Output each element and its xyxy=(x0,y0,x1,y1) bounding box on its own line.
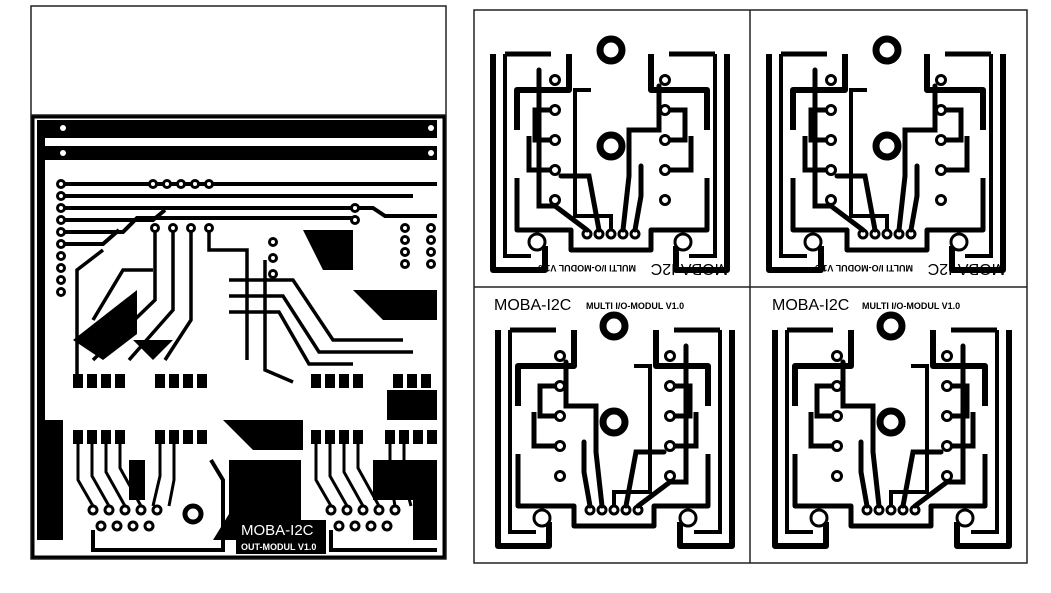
out-module-board: MOBA-I2C OUT-MODUL V1.0 xyxy=(31,115,446,559)
multi-tile-tl-title: MOBA-I2C xyxy=(651,260,728,277)
out-module-subtitle: OUT-MODUL V1.0 xyxy=(241,542,316,552)
multi-tile-bl-title: MOBA-I2C xyxy=(494,297,571,314)
out-module-sheet: MOBA-I2C OUT-MODUL V1.0 xyxy=(30,5,447,560)
multi-module-tile-bottom-left: MOBA-I2C MULTI I/O-MODUL V1.0 xyxy=(494,297,732,546)
multi-tile-tl-subtitle: MULTI I/O-MODUL V1.0 xyxy=(538,263,636,273)
multi-tile-br-subtitle: MULTI I/O-MODUL V1.0 xyxy=(862,301,960,311)
multi-tile-bl-subtitle: MULTI I/O-MODUL V1.0 xyxy=(586,301,684,311)
out-module-label-plate xyxy=(236,520,326,554)
multi-tile-tr-title: MOBA-I2C xyxy=(928,260,1005,277)
multi-module-tile-top-left: MOBA-I2C MULTI I/O-MODUL V1.0 xyxy=(493,39,728,277)
multi-module-tile-top-right: MOBA-I2C MULTI I/O-MODUL V1.0 xyxy=(769,39,1005,277)
multi-tile-tr-subtitle: MULTI I/O-MODUL V1.0 xyxy=(815,263,913,273)
out-module-title: MOBA-I2C xyxy=(241,522,314,539)
multi-module-tile-bottom-right: MOBA-I2C MULTI I/O-MODUL V1.0 xyxy=(772,297,1009,546)
multi-module-sheet: MOBA-I2C MULTI I/O-MODUL V1.0 MOBA-I2C M… xyxy=(473,9,1028,564)
multi-tile-br-title: MOBA-I2C xyxy=(772,297,849,314)
